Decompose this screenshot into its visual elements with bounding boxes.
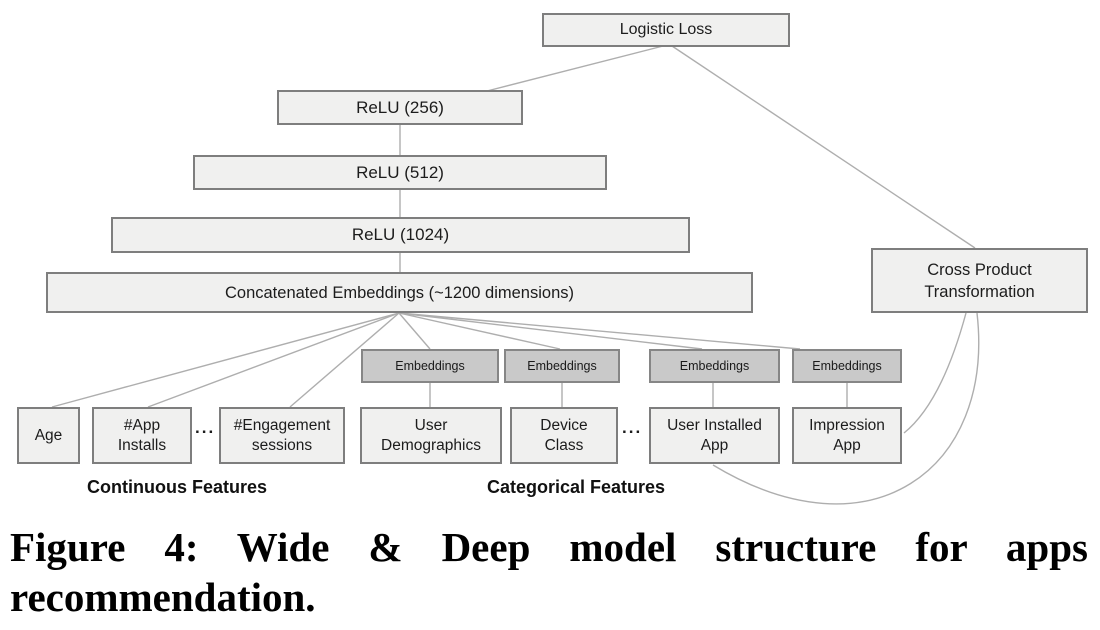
node-concatenated-embeddings-label: Concatenated Embeddings (~1200 dimension…	[224, 283, 574, 302]
feature-user-demographics-label-line1: User	[414, 416, 448, 434]
ellipsis-continuous: ...	[195, 418, 216, 437]
node-feature-user-demographics: User Demographics	[360, 407, 502, 464]
feature-device-class-label-line1: Device	[540, 416, 588, 434]
node-embeddings-user-demographics: Embeddings	[361, 349, 499, 383]
node-relu-1024-label: ReLU (1024)	[351, 225, 450, 244]
node-relu-256: ReLU (256)	[277, 90, 523, 125]
node-cross-product-label-line1: Cross Product	[927, 260, 1032, 279]
node-relu-512-label: ReLU (512)	[356, 162, 444, 182]
feature-age-label: Age	[34, 426, 63, 444]
edge-concat-embeddings4	[398, 312, 801, 350]
node-cross-product-transformation: Cross Product Transformation	[871, 248, 1088, 313]
feature-user-demographics-label-line2: Demographics	[381, 436, 481, 454]
node-feature-app-installs: #App Installs	[92, 407, 192, 464]
edge-concat-embeddings2	[398, 312, 561, 350]
node-feature-user-installed-app: User Installed App	[649, 407, 780, 464]
node-relu-1024: ReLU (1024)	[111, 217, 690, 253]
embeddings-label: Embeddings	[527, 359, 597, 373]
node-relu-512: ReLU (512)	[193, 155, 607, 190]
edge-concat-age	[51, 312, 400, 408]
node-cross-product-label-line2: Transformation	[924, 282, 1035, 301]
edge-loss-crossproduct	[671, 45, 976, 249]
feature-impression-app-label-line1: Impression	[809, 416, 885, 434]
group-label-categorical-features: Categorical Features	[487, 477, 666, 497]
node-feature-age: Age	[17, 407, 80, 464]
node-embeddings-user-installed-app: Embeddings	[649, 349, 780, 383]
edge-concat-embeddings1	[398, 312, 431, 350]
feature-device-class-label-line2: Class	[544, 436, 584, 454]
node-embeddings-device-class: Embeddings	[504, 349, 620, 383]
embeddings-label: Embeddings	[395, 359, 465, 373]
feature-user-installed-app-label-line2: App	[700, 436, 729, 454]
node-logistic-loss: Logistic Loss	[542, 13, 790, 47]
edge-concat-embeddings3	[398, 312, 703, 350]
embeddings-label: Embeddings	[812, 359, 882, 373]
node-embeddings-impression-app: Embeddings	[792, 349, 902, 383]
embeddings-label: Embeddings	[679, 359, 750, 373]
feature-app-installs-label-line2: Installs	[117, 436, 167, 454]
node-feature-impression-app: Impression App	[792, 407, 902, 464]
edge-crossproduct-user-installed-app	[712, 312, 980, 505]
node-relu-256-label: ReLU (256)	[356, 97, 444, 117]
feature-engagement-label-line2: sessions	[251, 436, 313, 454]
group-label-continuous-features: Continuous Features	[87, 477, 268, 497]
node-logistic-loss-label: Logistic Loss	[619, 21, 713, 38]
figure-caption-line1: Figure 4: Wide & Deep model structure fo…	[10, 524, 1088, 570]
edge-concat-app-installs	[147, 312, 400, 408]
node-feature-device-class: Device Class	[510, 407, 618, 464]
feature-user-installed-app-label-line1: User Installed	[667, 416, 762, 434]
edge-crossproduct-impression-app	[903, 312, 967, 434]
feature-engagement-label-line1: #Engagement	[233, 416, 331, 434]
figure-caption-line2: recommendation.	[10, 574, 316, 620]
edge-concat-engagement	[289, 312, 400, 408]
node-feature-engagement-sessions: #Engagement sessions	[219, 407, 345, 464]
edge-loss-relu256	[486, 44, 668, 92]
feature-app-installs-label-line1: #App	[123, 416, 161, 434]
node-concatenated-embeddings: Concatenated Embeddings (~1200 dimension…	[46, 272, 753, 313]
ellipsis-categorical: ...	[622, 418, 643, 437]
figure-caption: Figure 4: Wide & Deep model structure fo…	[10, 522, 1088, 622]
feature-impression-app-label-line2: App	[833, 436, 861, 454]
